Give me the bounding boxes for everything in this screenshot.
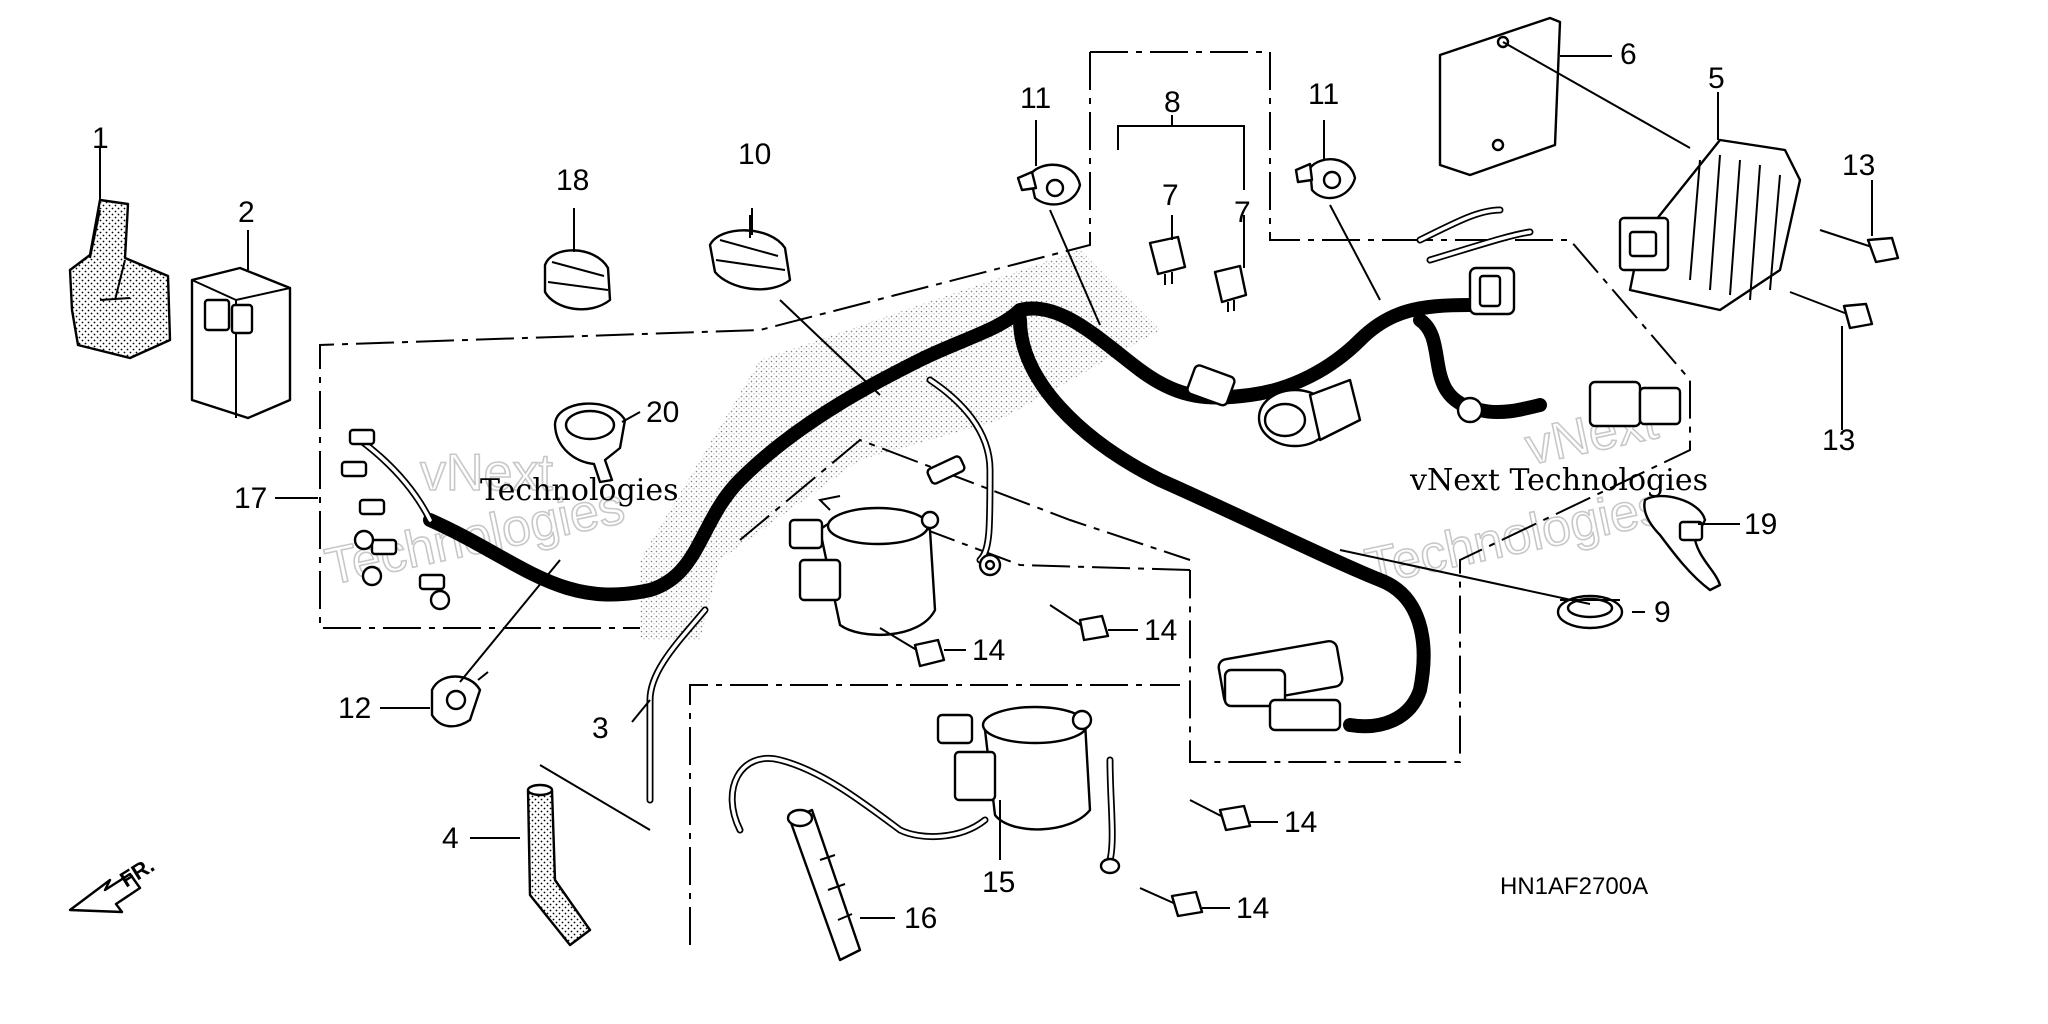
callout-4: 4: [442, 822, 459, 855]
part-11-clip-a: [1016, 163, 1082, 206]
watermark-right: vNext Technologies: [1409, 463, 1708, 498]
upper-ignition-coil: [788, 495, 940, 636]
callout-9: 9: [1654, 596, 1671, 629]
part-14-bolt-a: [879, 627, 946, 668]
callout-2: 2: [238, 196, 255, 229]
svg-text:vNext: vNext: [420, 444, 553, 502]
callout-7a: 7: [1162, 179, 1179, 212]
callout-14d: 14: [1236, 892, 1269, 925]
part-10-band: [708, 229, 792, 291]
callout-13b: 13: [1822, 424, 1855, 457]
part-9-clamp: [1556, 594, 1624, 630]
part-13-bolt-a: [1819, 229, 1900, 264]
drawing-code: HN1AF2700A: [1500, 873, 1648, 900]
part-7-relay-a: [1148, 235, 1187, 285]
callout-12: 12: [338, 692, 371, 725]
part-1-rubber-cover: [68, 198, 172, 360]
callout-8: 8: [1164, 86, 1181, 119]
part-11-clip-b: [1294, 158, 1357, 200]
callout-6: 6: [1620, 38, 1637, 71]
part-14-bolt-c: [1189, 799, 1252, 832]
callout-10: 10: [738, 138, 771, 171]
callout-3: 3: [592, 712, 609, 745]
callout-16: 16: [904, 902, 937, 935]
callout-14c: 14: [1284, 806, 1317, 839]
ground-terminals: [926, 455, 1002, 577]
watermark-left: Technologies: [480, 473, 679, 508]
part-3-ignition-wire: [646, 606, 709, 804]
part-5-regulator-rectifier: [1618, 138, 1802, 312]
grouping-boundaries: [319, 51, 1691, 945]
callout-11b: 11: [1308, 78, 1339, 111]
callout-5: 5: [1708, 62, 1725, 95]
part-2-cdi-unit: [190, 266, 292, 420]
part-19-bracket: [1643, 494, 1722, 592]
front-direction-arrow: FR.: [68, 852, 159, 914]
part-13-bolt-b: [1789, 291, 1874, 330]
harness-connector-bundle: [340, 428, 451, 611]
part-20-clamp-band: [553, 402, 627, 484]
callout-18: 18: [556, 164, 589, 197]
part-4-spark-plug-cap: [526, 783, 592, 947]
part-15-ignition-coil: [728, 705, 1121, 875]
harness-connectors: [1186, 266, 1682, 732]
part-14-bolt-d: [1139, 887, 1204, 918]
callout-14b: 14: [1144, 614, 1177, 647]
part-12-clip: [430, 671, 489, 728]
watermark: Technologies vNext Technologies: [480, 463, 1708, 508]
part-18-band: [543, 249, 612, 311]
callout-labels: 1 2 3 4 5 6 7 7 8 9 10 11 11 12 13 13 14…: [92, 38, 1875, 935]
callout-7b: 7: [1234, 196, 1251, 229]
part-16-spark-plug-cap: [786, 808, 862, 962]
part-6-gasket-plate: [1438, 16, 1562, 177]
callout-1: 1: [92, 122, 109, 155]
leader-lines: [99, 41, 1873, 919]
callout-20: 20: [646, 396, 679, 429]
callout-15: 15: [982, 866, 1015, 899]
part-7-relay-b: [1213, 264, 1248, 312]
callout-14a: 14: [972, 634, 1005, 667]
callout-17: 17: [234, 482, 267, 515]
callout-19: 19: [1744, 508, 1777, 541]
callout-13a: 13: [1842, 149, 1875, 182]
callout-11a: 11: [1020, 82, 1051, 115]
part-14-bolt-b: [1049, 604, 1110, 642]
